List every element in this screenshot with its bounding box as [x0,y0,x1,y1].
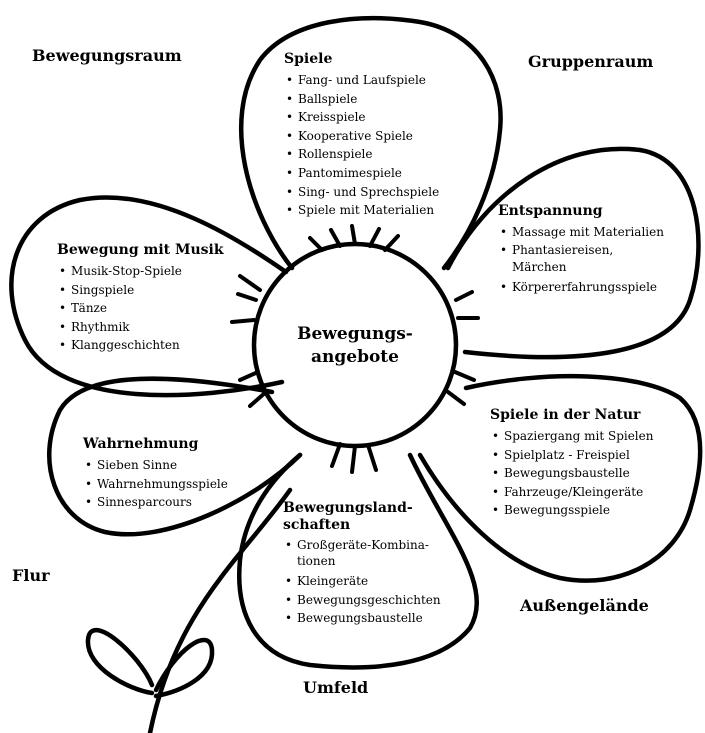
list-item: Tänze [57,299,224,318]
petal-spiele: Spiele Fang- und Laufspiele Ballspiele K… [284,51,439,220]
petal-bottom-outline [237,452,479,670]
list-item: Bewegungsgeschichten [283,591,441,610]
petal-right-outline [417,374,703,583]
list-item: Sieben Sinne [83,456,228,475]
petal-spiele-in-der-natur: Spiele in der Natur Spaziergang mit Spie… [490,407,653,520]
petal-bewegung-mit-musik: Bewegung mit Musik Musik-Stop-Spiele Sin… [57,242,224,355]
room-label-gruppenraum: Gruppenraum [528,52,654,71]
list-item: Bewegungsbaustelle [283,609,441,628]
list-item: Sinnesparcours [83,493,228,512]
flower-stem [147,487,293,733]
list-item: Körpererfahrungsspiele [498,278,664,297]
petal-title: Spiele [284,51,333,67]
room-label-umfeld: Umfeld [303,678,369,697]
list-item: Bewegungsbaustelle [490,464,653,483]
list-item: Musik-Stop-Spiele [57,262,224,281]
petal-title: Wahrnehmung [83,436,199,452]
list-item: Phantasiereisen, Märchen [498,242,664,276]
petal-wahrnehmung: Wahrnehmung Sieben Sinne Wahrnehmungsspi… [83,436,228,512]
petal-top-left-outline [9,195,289,398]
petal-title: Bewegung mit Musik [57,242,224,258]
petal-bewegungslandschaften: Bewegungsland- schaften Großgeräte-Kombi… [283,500,441,628]
list-item: Rollenspiele [284,145,439,164]
petal-title: Entspannung [498,203,603,219]
room-label-aussengelaende: Außengelände [520,596,649,615]
center-strokes [230,224,480,474]
petal-top-right-outline [445,146,701,360]
list-item: Bewegungsspiele [490,501,653,520]
petal-left-outline [46,376,303,537]
list-item: Rhythmik [57,318,224,337]
list-item: Kreisspiele [284,108,439,127]
petal-title: Spiele in der Natur [490,407,641,423]
leaf-left [85,627,155,696]
list-item: Großgeräte-Kombina- tionen [283,537,441,569]
list-item: Ballspiele [284,90,439,109]
list-item: Massage mit Materialien [498,223,664,242]
list-item: Klanggeschichten [57,336,224,355]
list-item: Singspiele [57,281,224,300]
list-item: Kleingeräte [283,572,441,591]
list-item: Kooperative Spiele [284,127,439,146]
list-item: Fang- und Laufspiele [284,71,439,90]
list-item: Spiele mit Materialien [284,201,439,220]
leaf-right [153,637,215,699]
room-label-bewegungsraum: Bewegungsraum [32,46,182,65]
list-item: Fahrzeuge/Kleingeräte [490,483,653,502]
petal-entspannung: Entspannung Massage mit Materialien Phan… [498,203,664,296]
list-item: Spaziergang mit Spielen [490,427,653,446]
list-item: Wahrnehmungsspiele [83,475,228,494]
center-label: Bewegungs- angebote [297,324,413,367]
petal-top-outline [238,15,503,271]
list-item: Pantomimespiele [284,164,439,183]
list-item: Spielplatz - Freispiel [490,446,653,465]
room-label-flur: Flur [12,566,50,585]
petal-title: Bewegungsland- schaften [283,500,413,533]
list-item: Sing- und Sprechspiele [284,183,439,202]
